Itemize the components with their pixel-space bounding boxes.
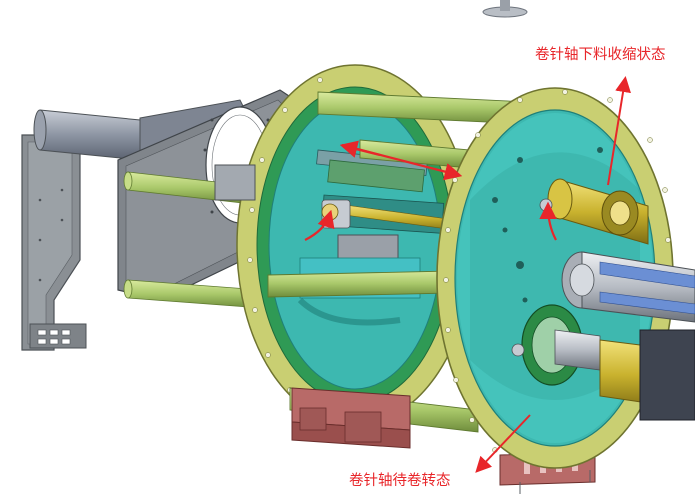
curved-arrow-front <box>539 201 557 241</box>
curved-arrow-rear <box>304 209 335 241</box>
callout-leaders <box>475 76 631 473</box>
callout-retracted-state: 卷针轴下料收缩状态 <box>535 47 666 63</box>
middle-steel-shaft <box>561 251 695 323</box>
left-support-frame <box>21 134 87 351</box>
motion-arrows <box>304 140 557 241</box>
callout-ready-state: 卷针轴待卷转态 <box>349 473 451 489</box>
stroke-arrow-left <box>339 140 381 158</box>
top-callout-arrow <box>607 76 631 186</box>
lower-winding-shaft <box>511 304 695 421</box>
bottom-callout-arrow <box>475 414 531 473</box>
top-fixture <box>482 0 528 18</box>
floor-stubs <box>519 470 591 494</box>
